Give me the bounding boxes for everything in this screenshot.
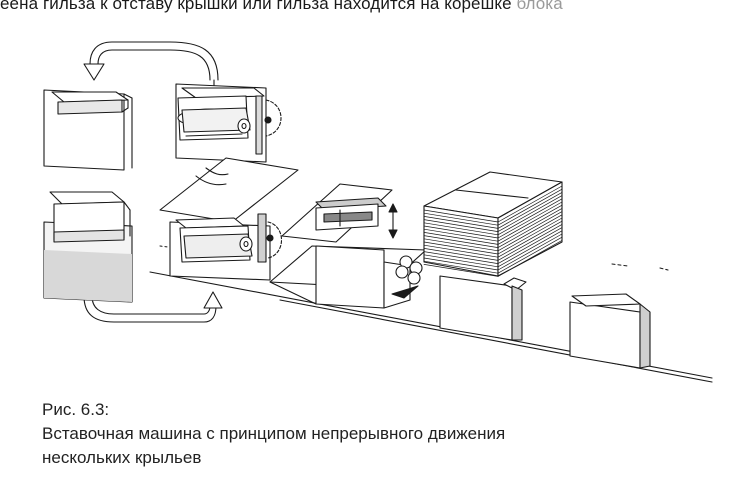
vertical-arrow xyxy=(388,203,398,239)
stack-page-line xyxy=(423,212,499,226)
stack-page-line xyxy=(497,192,563,229)
stack-page-line xyxy=(423,244,499,258)
book-station-3 xyxy=(43,191,133,303)
header-text-fade: блока xyxy=(516,0,563,13)
stack-page-line xyxy=(497,236,563,274)
press-rollers xyxy=(395,255,423,285)
caption-line-2: нескольких крыльев xyxy=(42,448,202,467)
stack-page-line xyxy=(423,219,499,232)
stack-page-line xyxy=(497,233,563,271)
caption-label: Рис. 6.3: xyxy=(42,400,110,419)
header-text-main: еена гильза к отставу крышки или гильза … xyxy=(0,0,517,13)
stack-page-line xyxy=(497,217,563,255)
book-station-5 xyxy=(439,275,527,341)
conveyor-body xyxy=(269,245,427,309)
stack-page-line xyxy=(423,257,499,271)
stack-page-line xyxy=(423,251,499,264)
gluing-unit xyxy=(315,197,387,231)
stack-page-line xyxy=(497,198,563,236)
bottom-return-arrow xyxy=(83,291,223,323)
stack-page-line xyxy=(423,241,499,255)
stack-page-line xyxy=(423,260,499,274)
stack-page-line xyxy=(497,240,563,277)
stack-page-line xyxy=(423,248,499,261)
stack-page-line xyxy=(497,227,563,264)
book-station-2 xyxy=(175,83,282,163)
stack-page-line xyxy=(423,264,499,277)
book-station-6 xyxy=(569,293,651,369)
book-block-stack-lines xyxy=(423,185,563,277)
stack-page-line xyxy=(497,195,563,232)
stack-page-line xyxy=(423,209,499,223)
stack-page-line xyxy=(497,214,563,252)
top-return-arrow xyxy=(83,41,219,93)
stack-page-line xyxy=(423,228,499,242)
stack-page-line xyxy=(423,222,499,236)
stack-page-line xyxy=(497,204,563,242)
stack-page-line xyxy=(497,188,563,226)
stack-page-line xyxy=(423,225,499,239)
caption-line-1: Вставочная машина с принципом непрерывно… xyxy=(42,424,506,443)
stack-page-line xyxy=(497,220,563,258)
stack-page-line xyxy=(497,230,563,268)
figure-caption: Рис. 6.3: Вставочная машина с принципом … xyxy=(42,398,505,470)
stack-page-line xyxy=(423,216,499,229)
stack-page-line xyxy=(497,208,563,245)
dashed-trail xyxy=(611,263,669,271)
stack-page-line xyxy=(423,235,499,248)
book-station-1 xyxy=(43,89,133,171)
cover-sheet xyxy=(159,157,299,223)
stack-page-line xyxy=(497,224,563,261)
stack-page-line xyxy=(497,185,563,223)
book-block-stack xyxy=(423,171,563,277)
stack-page-line xyxy=(423,254,499,268)
stack-page-line xyxy=(497,211,563,248)
stack-page-line xyxy=(423,238,499,252)
stack-page-line xyxy=(497,201,563,239)
stack-page-line xyxy=(423,232,499,245)
book-station-4 xyxy=(169,213,282,281)
header-text: еена гильза к отставу крышки или гильза … xyxy=(0,0,563,14)
